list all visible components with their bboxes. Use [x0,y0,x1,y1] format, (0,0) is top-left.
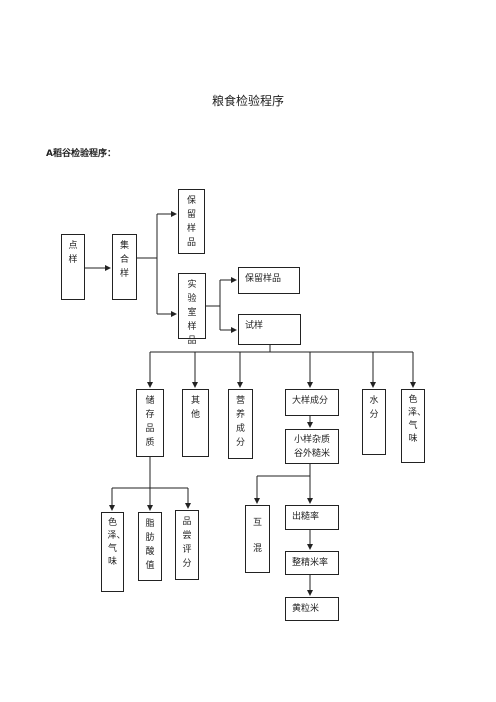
box-label: 脂肪酸值 [145,519,155,571]
box-color-odor-1: 色泽、气味 [401,389,427,463]
box-mixing: 互混 [245,505,270,573]
section-heading: A稻谷检验程序： [46,149,116,159]
box-moisture: 水分 [362,389,386,455]
box-label: 品尝评分 [182,517,192,569]
box-lab-sample: 实验室样品 [178,273,206,346]
box-label: 营养成分 [235,396,245,448]
box-label: 集合样 [119,241,129,279]
box-fatty-acid: 脂肪酸值 [138,512,162,581]
box-label: 保留样品 [186,196,196,248]
box-storage-quality: 储存品质 [136,389,164,457]
page-title: 粮食检验程序 [211,94,284,108]
box-reserve-sample-2: 保留样品 [238,267,300,294]
box-label: 保留样品 [245,274,282,284]
box-label: 色泽、气味 [107,518,126,567]
box-label: 黄粒米 [292,604,320,614]
box-label: 互混 [252,518,262,554]
box-taste-score: 品尝评分 [175,510,199,580]
box-label: 大样成分 [292,396,329,406]
box-label: 色泽、气味 [408,395,427,444]
box-label: 点样 [68,241,78,265]
box-label: 实验室样品 [187,280,197,346]
box-label: 出糙率 [292,512,320,522]
box-label: 储存品质 [145,396,155,448]
box-label: 整精米率 [292,558,329,568]
box-point-sample: 点样 [61,234,85,300]
box-label: 小样杂质谷外糙米 [293,435,330,459]
box-brown-rice-rate: 出糙率 [285,505,339,530]
box-label: 其他 [190,396,200,420]
box-head-rice-rate: 整精米率 [285,551,339,575]
box-label: 试样 [245,321,264,331]
box-color-odor-2: 色泽、气味 [101,512,126,592]
box-yellow-rice: 黄粒米 [285,597,339,621]
box-reserve-sample-1: 保留样品 [178,189,205,254]
box-composite-sample: 集合样 [112,234,137,300]
box-label: 水分 [369,396,379,420]
box-nutrition: 营养成分 [228,389,253,459]
box-other: 其他 [182,389,209,457]
box-large-sample: 大样成分 [285,389,339,416]
box-small-sample: 小样杂质谷外糙米 [285,429,339,464]
box-test-sample: 试样 [238,314,301,345]
